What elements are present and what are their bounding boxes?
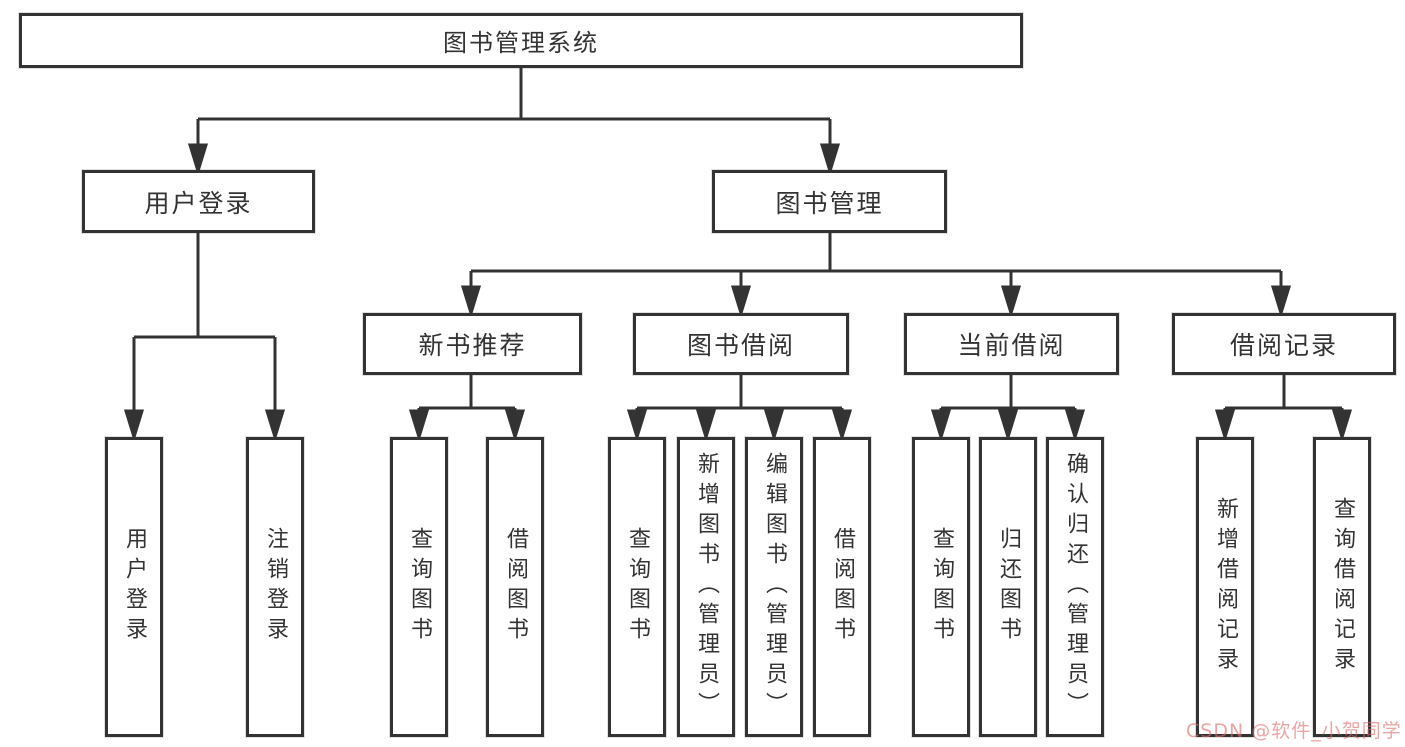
- node-leaf-confirm-return-label: 确认归还（管理员）: [1063, 452, 1088, 722]
- node-system-root-label: 图书管理系统: [443, 29, 599, 57]
- node-new-book-rec-label: 新书推荐: [418, 331, 527, 360]
- node-current-borrow-label: 当前借阅: [957, 331, 1066, 360]
- node-leaf-add-record: 新增借阅记录: [1196, 437, 1254, 737]
- node-leaf-confirm-return: 确认归还（管理员）: [1046, 437, 1104, 737]
- node-leaf-query-record: 查询借阅记录: [1313, 437, 1371, 737]
- node-book-borrow-label: 图书借阅: [686, 331, 795, 360]
- node-current-borrow: 当前借阅: [904, 313, 1119, 375]
- connector-borrow-record-children: [1214, 375, 1353, 443]
- node-leaf-edit-book-label: 编辑图书（管理员）: [762, 452, 787, 722]
- connector-book-borrow-children: [626, 375, 853, 443]
- node-leaf-add-book-label: 新增图书（管理员）: [694, 452, 719, 722]
- node-leaf-user-login-label: 用户登录: [122, 527, 147, 647]
- node-leaf-query-book-3-label: 查询图书: [929, 527, 954, 647]
- node-leaf-return-book-label: 归还图书: [996, 527, 1021, 647]
- node-book-borrow: 图书借阅: [633, 313, 849, 375]
- node-leaf-query-book-3: 查询图书: [912, 437, 970, 737]
- node-new-book-rec: 新书推荐: [363, 313, 582, 375]
- node-leaf-query-book-1-label: 查询图书: [407, 527, 432, 647]
- node-leaf-borrow-book-2: 借阅图书: [813, 437, 871, 737]
- connector-root-to-level2: [187, 68, 841, 177]
- node-leaf-borrow-book-1: 借阅图书: [486, 437, 544, 737]
- node-book-mgmt-label: 图书管理: [775, 188, 884, 218]
- connector-book-mgmt-children: [460, 232, 1292, 319]
- node-leaf-return-book: 归还图书: [979, 437, 1037, 737]
- node-leaf-borrow-book-1-label: 借阅图书: [503, 527, 528, 647]
- csdn-watermark: CSDN @软件_小贺同学: [1186, 720, 1402, 742]
- node-leaf-logout: 注销登录: [246, 437, 304, 737]
- node-borrow-record: 借阅记录: [1172, 313, 1396, 375]
- node-leaf-query-record-label: 查询借阅记录: [1330, 497, 1355, 677]
- node-leaf-query-book-2: 查询图书: [608, 437, 666, 737]
- node-user-login-label: 用户登录: [144, 188, 253, 218]
- node-leaf-add-record-label: 新增借阅记录: [1213, 497, 1238, 677]
- node-leaf-logout-label: 注销登录: [263, 527, 288, 647]
- node-leaf-user-login: 用户登录: [105, 437, 163, 737]
- node-leaf-borrow-book-2-label: 借阅图书: [830, 527, 855, 647]
- connector-user-login-children: [123, 233, 286, 443]
- connector-new-book-rec-children: [408, 375, 526, 443]
- node-system-root: 图书管理系统: [19, 13, 1023, 68]
- node-user-login: 用户登录: [82, 170, 315, 233]
- node-leaf-add-book: 新增图书（管理员）: [677, 437, 735, 737]
- connector-current-borrow-children: [930, 375, 1086, 443]
- node-borrow-record-label: 借阅记录: [1229, 331, 1338, 360]
- node-leaf-query-book-1: 查询图书: [390, 437, 448, 737]
- node-leaf-query-book-2-label: 查询图书: [625, 527, 650, 647]
- node-book-mgmt: 图书管理: [712, 170, 947, 233]
- node-leaf-edit-book: 编辑图书（管理员）: [745, 437, 803, 737]
